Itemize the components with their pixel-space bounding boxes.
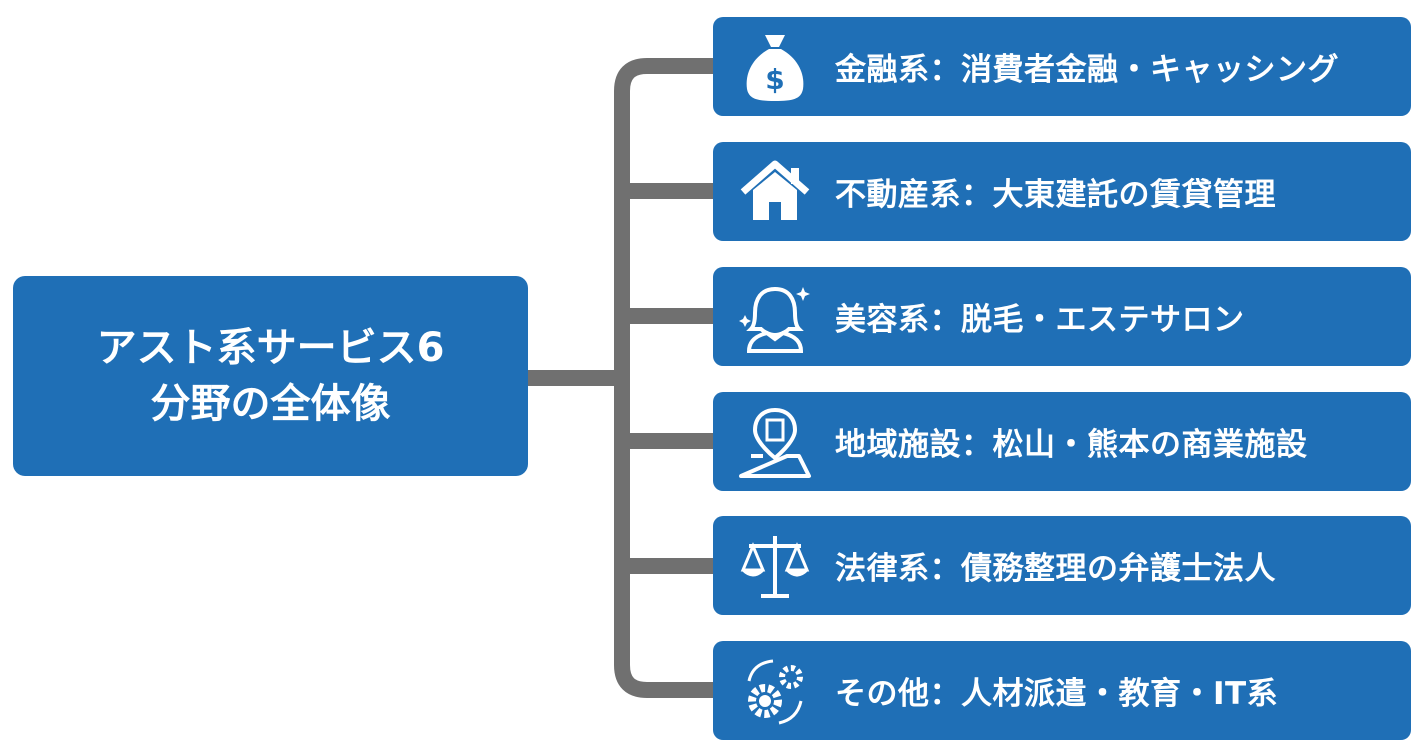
scales-icon <box>737 528 813 604</box>
map-pin-building-icon <box>737 404 813 480</box>
gears-icon <box>737 653 813 729</box>
category-beauty: 美容系：脱毛・エステサロン <box>713 267 1411 366</box>
category-real-estate: 不動産系：大東建託の賃貸管理 <box>713 142 1411 241</box>
category-other: その他：人材派遣・教育・IT系 <box>713 641 1411 740</box>
category-label: 金融系：消費者金融・キャッシング <box>835 52 1339 88</box>
woman-sparkle-icon <box>737 279 813 355</box>
category-finance: $ 金融系：消費者金融・キャッシング <box>713 17 1411 116</box>
category-label: 美容系：脱毛・エステサロン <box>835 302 1245 338</box>
category-label: 不動産系：大東建託の賃貸管理 <box>835 177 1276 213</box>
root-title-line1: アスト系サービス6 <box>96 325 445 371</box>
money-bag-icon: $ <box>737 29 813 105</box>
house-icon <box>737 154 813 230</box>
category-label: その他：人材派遣・教育・IT系 <box>835 676 1279 712</box>
svg-text:$: $ <box>765 63 784 96</box>
category-label: 地域施設：松山・熊本の商業施設 <box>835 427 1308 463</box>
category-regional-facilities: 地域施設：松山・熊本の商業施設 <box>713 392 1411 491</box>
trunk-connector <box>614 58 713 698</box>
root-node: アスト系サービス6 分野の全体像 <box>13 276 528 476</box>
category-legal: 法律系：債務整理の弁護士法人 <box>713 516 1411 615</box>
root-title-line2: 分野の全体像 <box>150 381 391 427</box>
category-label: 法律系：債務整理の弁護士法人 <box>835 551 1276 587</box>
